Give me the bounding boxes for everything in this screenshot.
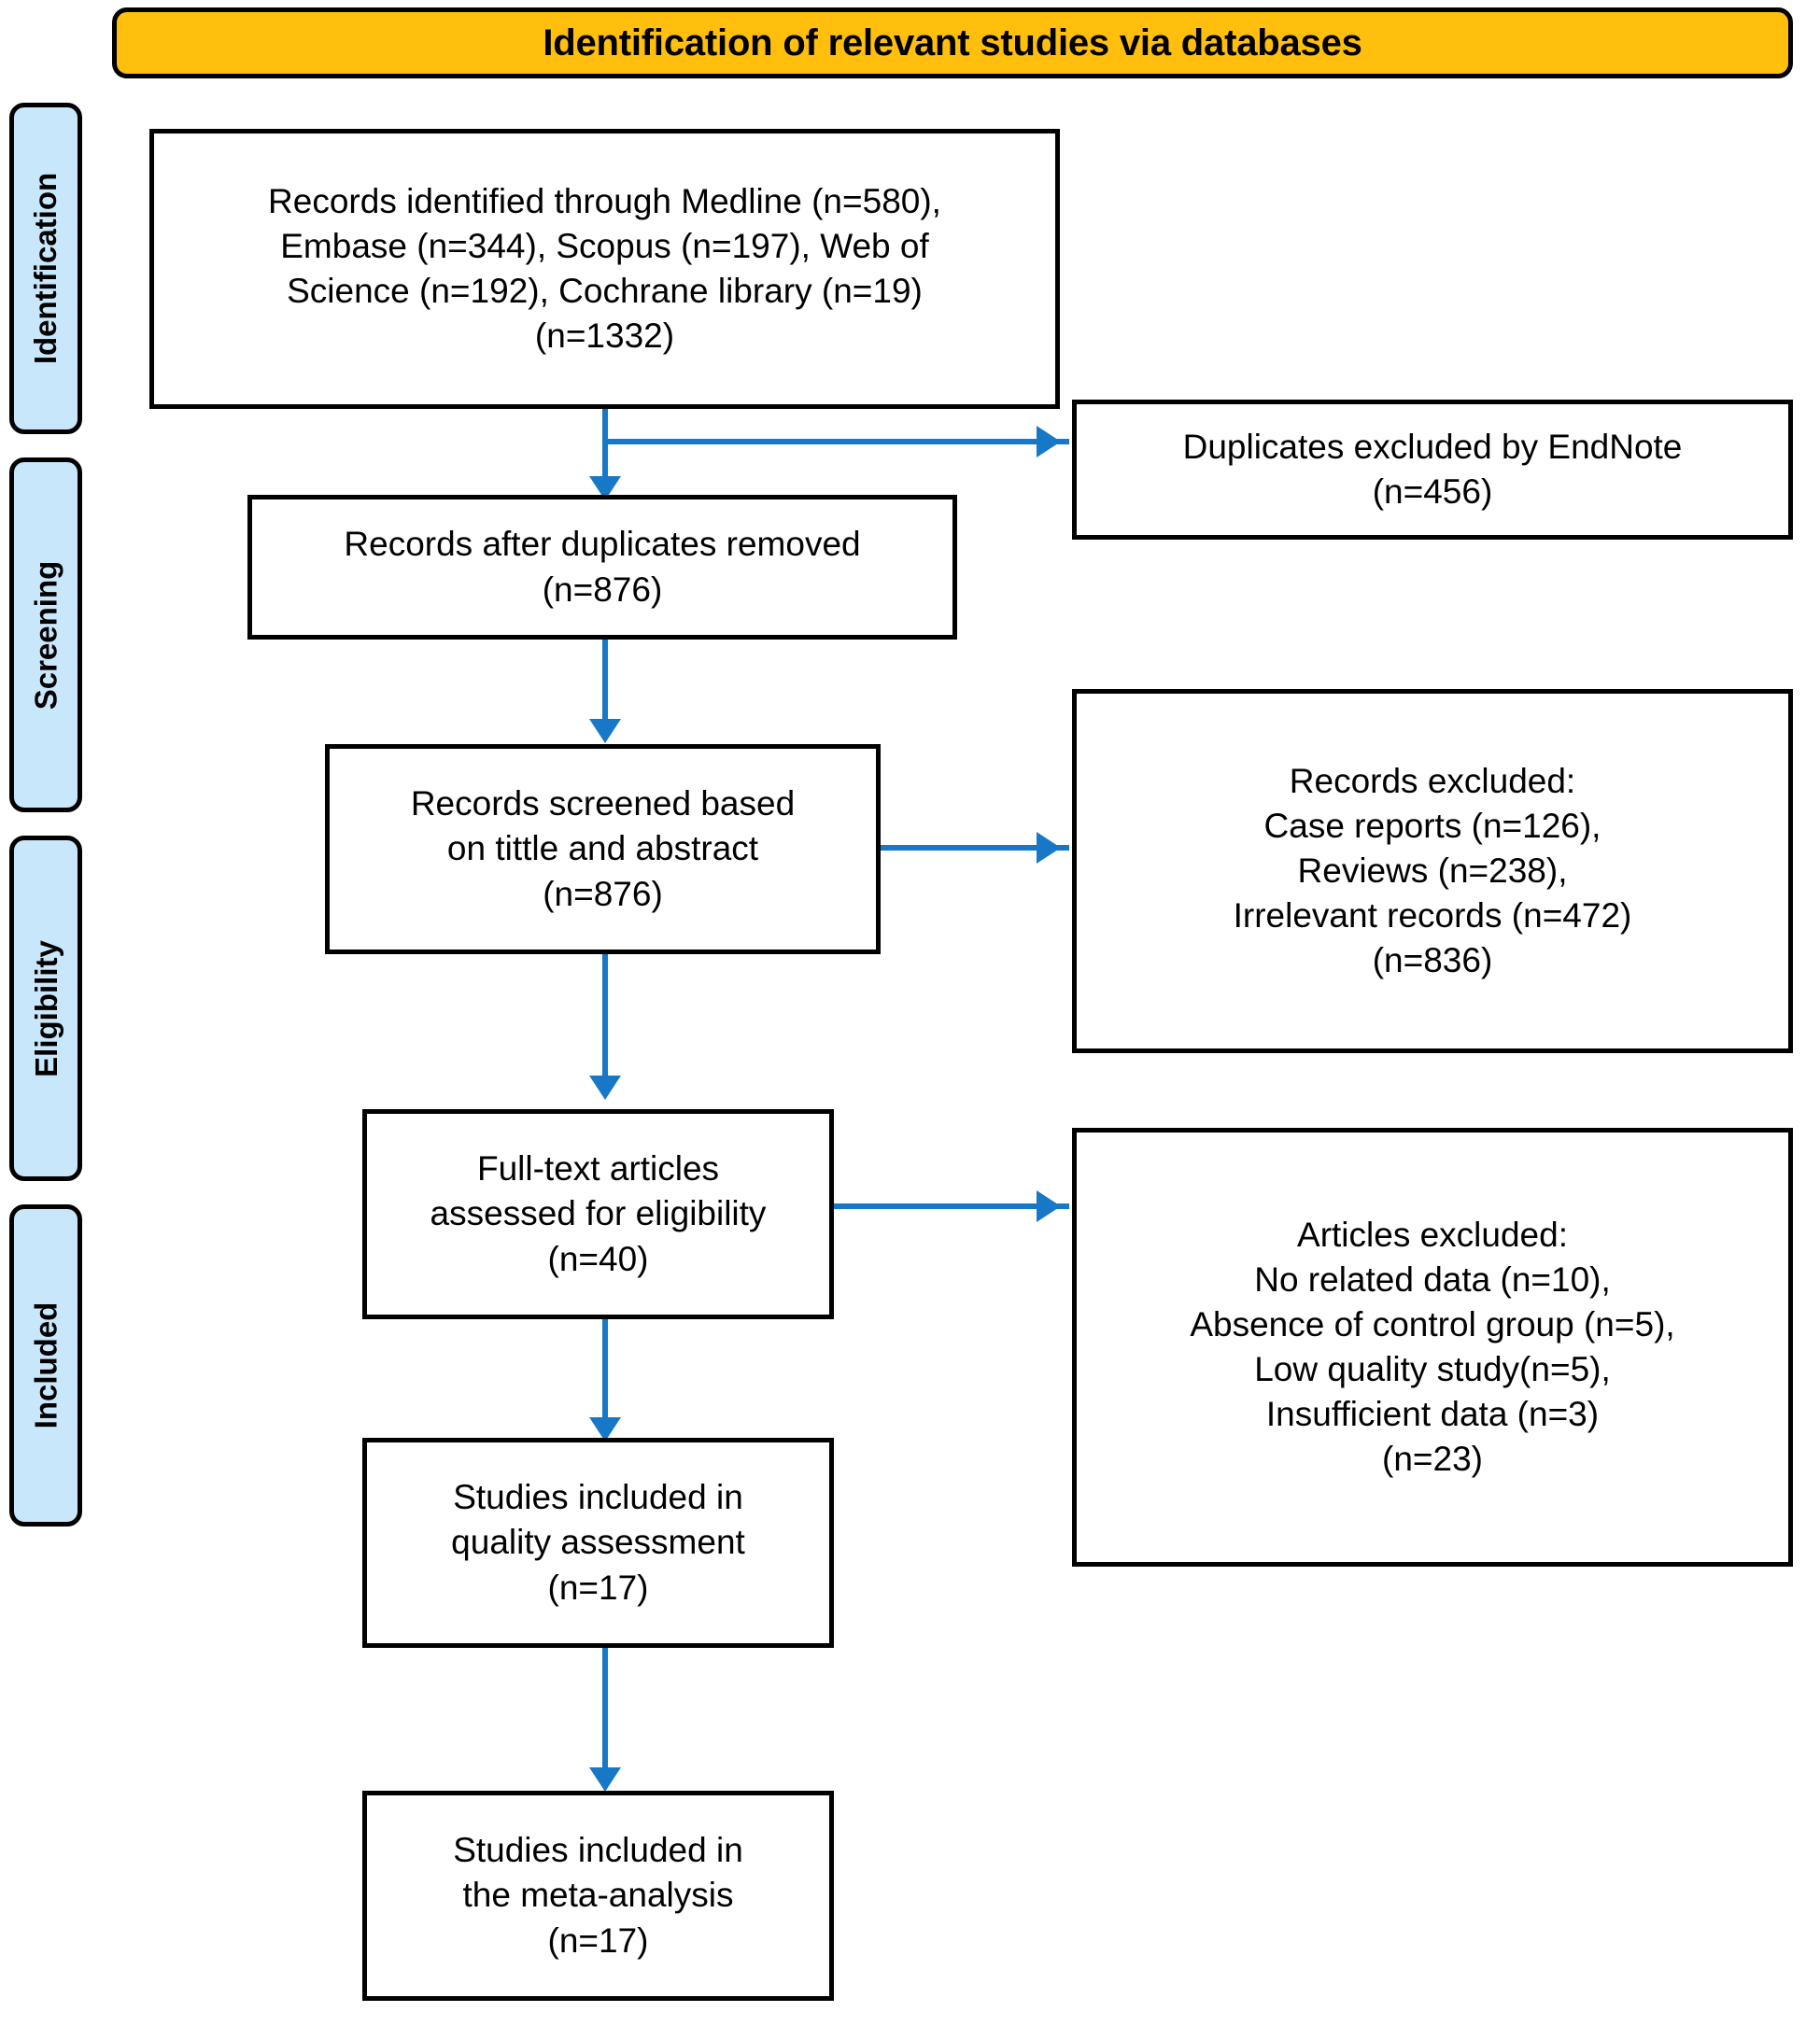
box-records-screened-line-1: Records screened based [410, 784, 796, 823]
box-records-excluded-line-3: Reviews (n=238), [1297, 851, 1568, 890]
arrowhead-to-fulltext [589, 1076, 621, 1100]
box-records-screened-line-2: on tittle and abstract [446, 829, 759, 868]
box-articles-excluded-line-3: Absence of control group (n=5), [1190, 1304, 1675, 1344]
connector-identified-down-stub [602, 409, 608, 442]
arrowhead-to-screened [589, 719, 621, 743]
box-records-identified-line-2: Embase (n=344), Scopus (n=197), Web of [280, 226, 929, 265]
diagram-title: Identification of relevant studies via d… [543, 22, 1362, 63]
box-quality-assessment-line-3: (n=17) [547, 1568, 649, 1607]
box-records-excluded-line-4: Irrelevant records (n=472) [1233, 896, 1632, 936]
box-records-excluded-line-1: Records excluded: [1289, 761, 1576, 800]
box-records-after-duplicates-line-2: (n=876) [542, 570, 663, 609]
box-fulltext-assessed: Full-text articles assessed for eligibil… [362, 1109, 834, 1319]
box-records-identified-line-4: (n=1332) [534, 317, 675, 356]
diagram-header-banner: Identification of relevant studies via d… [112, 7, 1793, 78]
box-articles-excluded: Articles excluded: No related data (n=10… [1072, 1128, 1793, 1567]
box-fulltext-assessed-line-1: Full-text articles [476, 1149, 720, 1189]
box-articles-excluded-line-6: (n=23) [1382, 1440, 1483, 1479]
box-meta-analysis-line-1: Studies included in [453, 1831, 743, 1870]
arrowhead-to-duplicates [1037, 426, 1061, 457]
box-records-identified-line-3: Science (n=192), Cochrane library (n=19) [287, 272, 923, 310]
connector-fulltext-to-articles-excluded [834, 1203, 1069, 1209]
box-records-identified-line-1: Records identified through Medline (n=58… [268, 181, 941, 220]
box-records-after-duplicates-line-1: Records after duplicates removed [344, 525, 861, 564]
connector-screened-to-records-excluded [881, 845, 1069, 851]
connector-fulltext-to-quality [602, 1319, 608, 1436]
box-articles-excluded-line-1: Articles excluded: [1297, 1215, 1568, 1254]
stage-label-identification: Identification [9, 103, 82, 434]
connector-screened-to-fulltext [602, 954, 608, 1090]
box-articles-excluded-line-2: No related data (n=10), [1254, 1259, 1611, 1299]
stage-label-eligibility-text: Eligibility [28, 939, 63, 1077]
box-duplicates-excluded-line-2: (n=456) [1372, 472, 1493, 511]
box-records-excluded: Records excluded: Case reports (n=126), … [1072, 689, 1793, 1053]
box-quality-assessment-line-2: quality assessment [451, 1523, 745, 1562]
box-records-identified: Records identified through Medline (n=58… [149, 129, 1060, 409]
box-fulltext-assessed-line-2: assessed for eligibility [430, 1194, 767, 1233]
stage-label-included-text: Included [28, 1301, 63, 1429]
box-duplicates-excluded: Duplicates excluded by EndNote (n=456) [1072, 400, 1793, 540]
box-records-excluded-line-5: (n=836) [1372, 941, 1493, 980]
stage-label-identification-text: Identification [28, 172, 63, 365]
box-articles-excluded-line-5: Insufficient data (n=3) [1265, 1395, 1600, 1434]
connector-identified-to-duplicates [602, 439, 1069, 444]
box-meta-analysis: Studies included in the meta-analysis (n… [362, 1791, 834, 2001]
box-records-screened-line-3: (n=876) [543, 874, 663, 913]
box-meta-analysis-line-3: (n=17) [547, 1920, 649, 1960]
box-quality-assessment-line-1: Studies included in [453, 1478, 743, 1517]
stage-label-screening: Screening [9, 457, 82, 812]
box-fulltext-assessed-line-3: (n=40) [547, 1239, 649, 1278]
box-articles-excluded-line-4: Low quality study(n=5), [1254, 1350, 1611, 1388]
stage-label-screening-text: Screening [28, 560, 63, 710]
connector-identified-to-after-duplicates [602, 439, 608, 495]
box-records-screened: Records screened based on tittle and abs… [325, 744, 881, 954]
box-duplicates-excluded-line-1: Duplicates excluded by EndNote [1182, 427, 1683, 466]
arrowhead-to-articles-excluded [1037, 1190, 1061, 1222]
arrowhead-to-records-excluded [1037, 832, 1061, 864]
connector-after-duplicates-to-screened [602, 640, 608, 733]
box-records-excluded-line-2: Case reports (n=126), [1263, 806, 1601, 845]
stage-label-eligibility: Eligibility [9, 836, 82, 1181]
stage-label-included: Included [9, 1204, 82, 1527]
connector-quality-to-meta-analysis [602, 1648, 608, 1788]
box-records-after-duplicates: Records after duplicates removed (n=876) [247, 495, 957, 640]
box-quality-assessment: Studies included in quality assessment (… [362, 1438, 834, 1648]
arrowhead-to-quality [589, 1417, 621, 1442]
arrowhead-to-meta-analysis [589, 1767, 621, 1792]
box-meta-analysis-line-2: the meta-analysis [462, 1876, 734, 1915]
